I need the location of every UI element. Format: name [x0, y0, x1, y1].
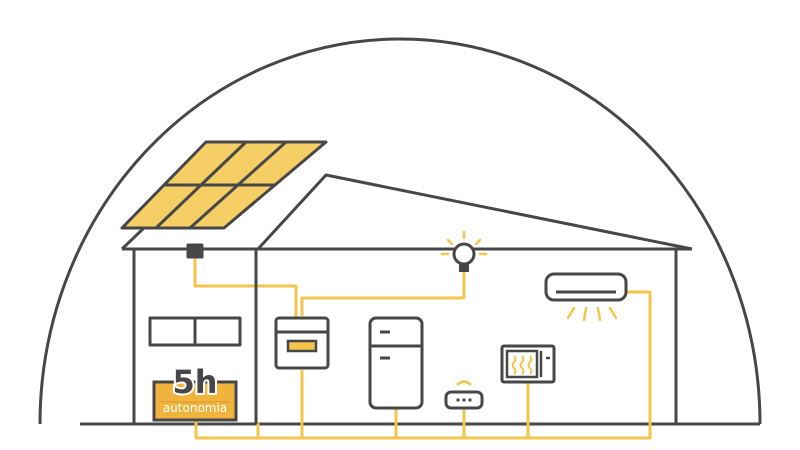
light-bulb-rays — [440, 230, 488, 256]
dome-arc — [38, 37, 762, 425]
light-bulb-base — [459, 264, 469, 272]
wire-bulb-top — [300, 272, 466, 316]
battery-hours-label: 5h — [172, 363, 217, 401]
solar-panel-icon — [120, 140, 328, 259]
roof-ridge-left — [120, 224, 148, 251]
solar-junction-box — [186, 243, 204, 259]
battery-icon — [152, 380, 238, 422]
microwave-heat-waves — [511, 355, 533, 375]
ac-airflow — [566, 306, 618, 322]
router-led-3 — [468, 398, 472, 402]
microwave-icon — [500, 344, 556, 384]
inverter-icon — [274, 316, 330, 370]
ac-body — [544, 272, 628, 302]
light-bulb-glass — [452, 242, 476, 266]
air-conditioner-icon — [544, 272, 628, 322]
router-icon — [444, 380, 484, 410]
solar-panel-col-1 — [154, 140, 248, 230]
light-bulb-icon — [440, 230, 488, 272]
battery-caption: autonomia — [163, 401, 227, 415]
wire-main-bus — [194, 290, 652, 440]
wiring — [193, 258, 652, 440]
fridge-body — [368, 316, 424, 410]
solar-panel-col-2 — [188, 140, 288, 230]
router-signal — [456, 380, 472, 386]
wire-panel-to-inverter — [193, 258, 298, 324]
router-led-1 — [456, 398, 460, 402]
router-led-2 — [462, 398, 466, 402]
fridge-icon — [368, 316, 424, 410]
inverter-display — [286, 339, 318, 353]
